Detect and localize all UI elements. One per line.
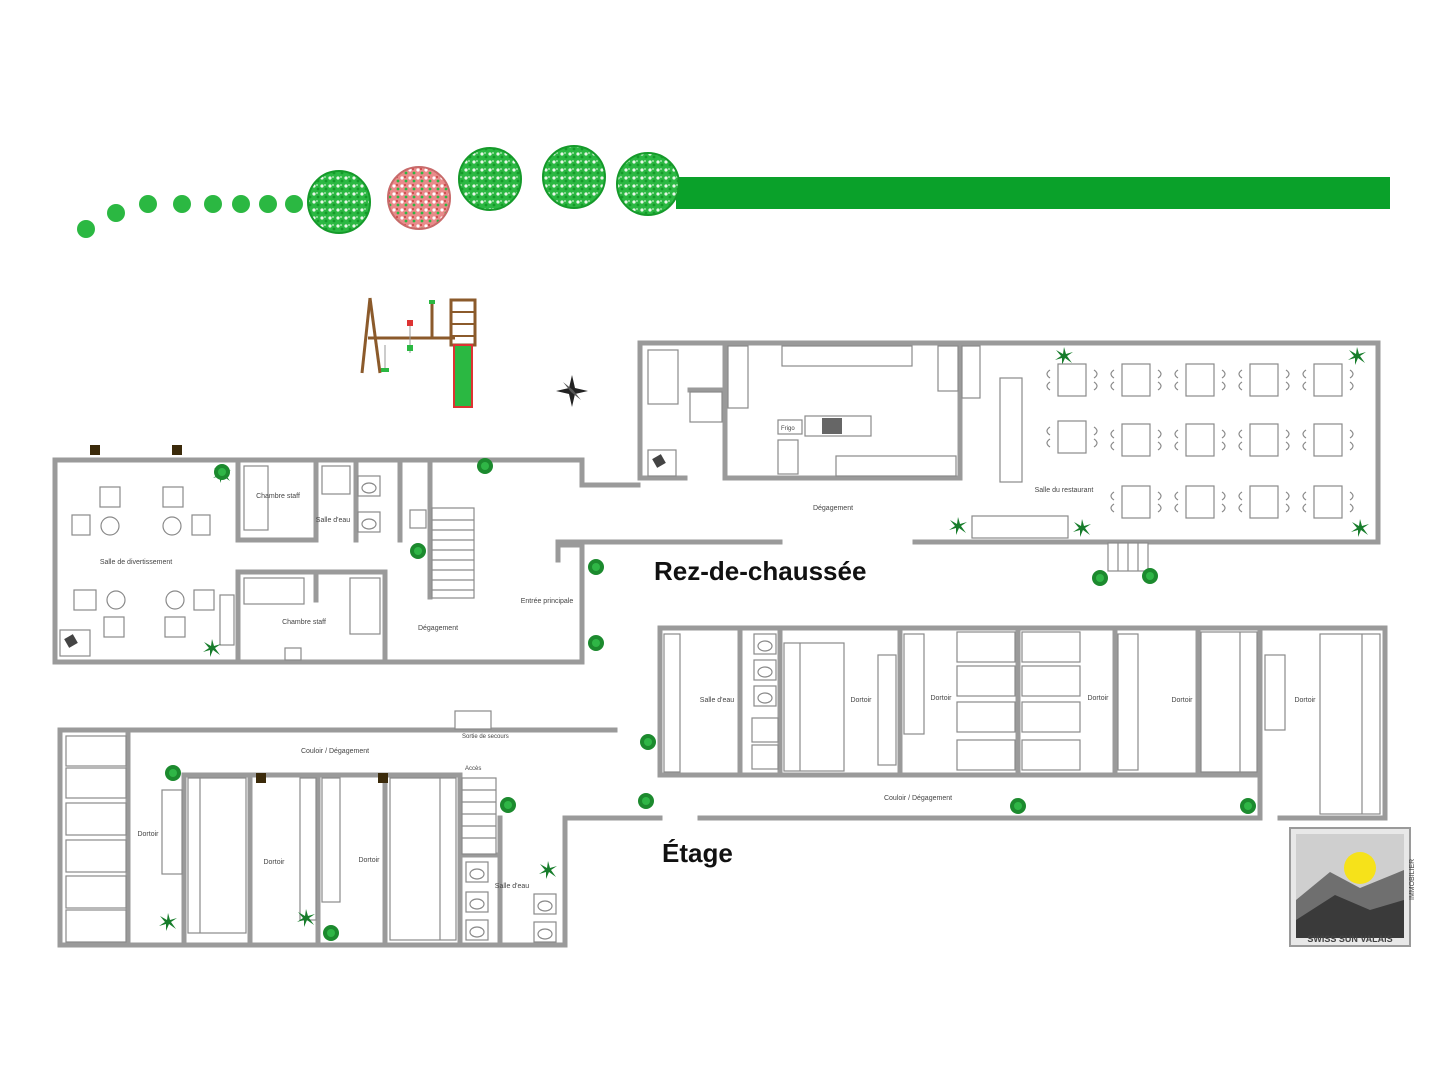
room-label-degagement-top: Dégagement bbox=[813, 505, 853, 512]
shrub bbox=[232, 195, 250, 213]
tree bbox=[542, 145, 606, 209]
label-sortie-secours: Sortie de secours bbox=[462, 734, 509, 740]
logo-side-text: IMMOBILIER bbox=[1409, 859, 1416, 900]
room-label-salle-divertissement: Salle de divertissement bbox=[100, 559, 172, 566]
room-label-couloir-right: Couloir / Dégagement bbox=[884, 795, 952, 802]
floor-title-ground: Rez-de-chaussée bbox=[654, 556, 866, 586]
shrub bbox=[139, 195, 157, 213]
shrub bbox=[259, 195, 277, 213]
compass-icon bbox=[556, 375, 588, 407]
flowering-tree bbox=[387, 166, 451, 230]
restaurant-tables bbox=[1046, 363, 1354, 519]
logo-text: SWISS SUN VALAIS bbox=[1307, 934, 1392, 944]
tree bbox=[616, 152, 680, 216]
room-label-dortoir-r1: Dortoir bbox=[850, 697, 872, 704]
room-label-salle-deau-left: Salle d'eau bbox=[495, 883, 530, 890]
floor-title-upper: Étage bbox=[662, 838, 733, 868]
room-label-dortoir-r4: Dortoir bbox=[1171, 697, 1193, 704]
ground-floor: Salle de divertissement Chambre staff Sa… bbox=[52, 340, 1381, 665]
room-label-salle-deau-right: Salle d'eau bbox=[700, 697, 735, 704]
room-label-degagement-left: Dégagement bbox=[418, 625, 458, 632]
room-label-couloir-left: Couloir / Dégagement bbox=[301, 748, 369, 755]
room-label-chambre-staff-2: Chambre staff bbox=[282, 619, 326, 626]
staircase bbox=[431, 507, 475, 599]
room-label-salle-deau-ground: Salle d'eau bbox=[316, 517, 351, 524]
shrub bbox=[204, 195, 222, 213]
room-label-dortoir-1: Dortoir bbox=[137, 831, 159, 838]
dorm-beds-right bbox=[956, 631, 1081, 771]
shrub bbox=[285, 195, 303, 213]
hedge bbox=[676, 177, 1390, 209]
room-label-dortoir-2: Dortoir bbox=[263, 859, 285, 866]
room-label-dortoir-r2: Dortoir bbox=[930, 695, 952, 702]
room-label-dortoir-3: Dortoir bbox=[358, 857, 380, 864]
sun-icon bbox=[1344, 852, 1376, 884]
shrub bbox=[77, 220, 95, 238]
shrub bbox=[173, 195, 191, 213]
lounge-furniture bbox=[59, 486, 215, 657]
shrub bbox=[107, 204, 125, 222]
room-label-dortoir-r5: Dortoir bbox=[1294, 697, 1316, 704]
room-label-entree: Entrée principale bbox=[521, 598, 574, 605]
playground-icon bbox=[360, 297, 477, 408]
appliance-label-frigo: Frigo bbox=[781, 426, 795, 432]
brand-logo: SWISS SUN VALAIS IMMOBILIER bbox=[1289, 827, 1416, 947]
dorm-beds-left bbox=[65, 735, 127, 943]
room-label-chambre-staff-1: Chambre staff bbox=[256, 493, 300, 500]
tree bbox=[307, 170, 371, 234]
upper-floor: Dortoir Dortoir Dortoir Sortie de secour… bbox=[57, 625, 1388, 948]
landscape bbox=[77, 145, 1390, 238]
room-label-salle-restaurant: Salle du restaurant bbox=[1035, 487, 1094, 494]
room-label-dortoir-r3: Dortoir bbox=[1087, 695, 1109, 702]
label-acces: Accès bbox=[465, 766, 481, 772]
tree bbox=[458, 147, 522, 211]
